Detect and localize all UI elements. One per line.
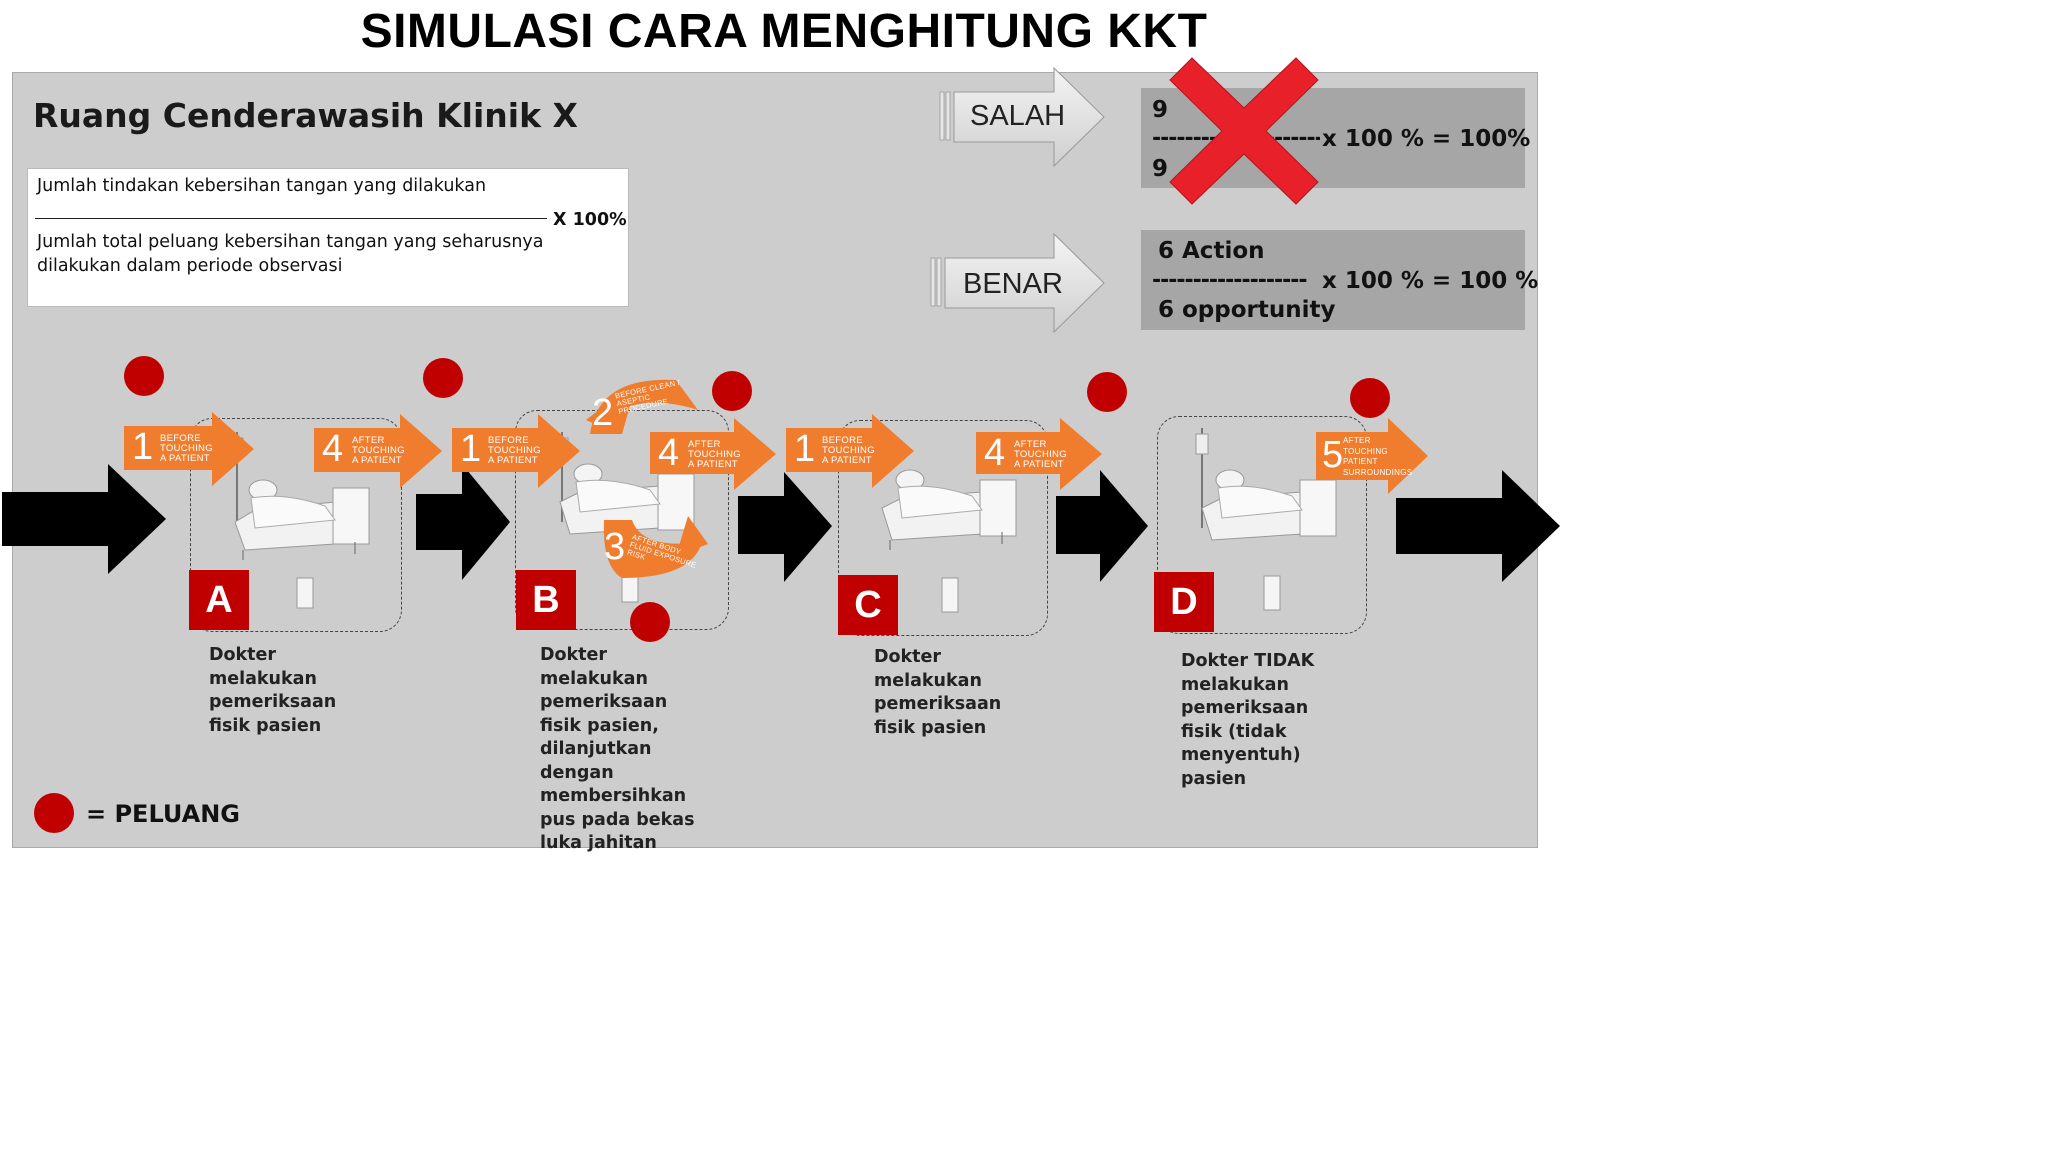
patient-zone-c — [838, 420, 1048, 636]
scenario-badge-b: B — [516, 570, 576, 630]
opportunity-dot — [630, 602, 670, 642]
step-1-number: 1 — [460, 428, 482, 470]
opportunity-dot — [1087, 372, 1127, 412]
scenario-description-d: Dokter TIDAK melakukan pemeriksaan fisik… — [1181, 651, 1315, 789]
step-1-label: BEFORE TOUCHING A PATIENT — [822, 435, 875, 466]
scenario-description-c: Dokter melakukan pemeriksaan fisik pasie… — [874, 647, 1002, 738]
benar-result: x 100 % = 100 % — [1322, 268, 1539, 294]
salah-label: SALAH — [970, 100, 1066, 132]
step-1-label: BEFORE TOUCHING A PATIENT — [488, 435, 541, 466]
step-4-number: 4 — [322, 428, 344, 470]
formula-box — [27, 168, 629, 307]
page-title: SIMULASI CARA MENGHITUNG KKT — [360, 5, 1208, 58]
benar-numerator: 6 Action — [1158, 238, 1265, 264]
step-5-number: 5 — [1322, 434, 1344, 476]
opportunity-dot — [1350, 378, 1390, 418]
patient-zone-a — [190, 418, 402, 632]
benar-arrow: BENAR — [928, 232, 1108, 334]
opportunity-dot — [423, 358, 463, 398]
flow-arrow-1 — [2, 464, 166, 574]
step-1-arrow-c: 1 BEFORE TOUCHING A PATIENT — [786, 414, 916, 488]
opportunity-dot — [712, 371, 752, 411]
step-1-number: 1 — [794, 428, 816, 470]
flow-arrow-2 — [416, 464, 510, 580]
flow-arrow-4 — [1056, 470, 1148, 582]
scenario-badge-c: C — [838, 575, 898, 635]
opportunity-dot — [124, 356, 164, 396]
step-4-arrow-a: 4 AFTER TOUCHING A PATIENT — [314, 414, 444, 488]
formula-denominator: Jumlah total peluang kebersihan tangan y… — [37, 232, 544, 276]
salah-numerator: 9 — [1152, 97, 1169, 123]
step-4-label: AFTER TOUCHING A PATIENT — [352, 435, 405, 466]
step-4-number: 4 — [984, 432, 1006, 474]
formula-numerator: Jumlah tindakan kebersihan tangan yang d… — [37, 176, 487, 196]
step-5-arrow-d: 5 AFTER TOUCHING PATIENT SURROUNDINGS — [1316, 418, 1430, 494]
step-4-label: AFTER TOUCHING A PATIENT — [1014, 439, 1067, 470]
scenario-badge-d: D — [1154, 572, 1214, 632]
step-4-number: 4 — [658, 432, 680, 474]
salah-result: x 100 % = 100% — [1322, 126, 1531, 152]
patient-bed-illustration-a — [230, 432, 370, 609]
step-4-arrow-c: 4 AFTER TOUCHING A PATIENT — [976, 418, 1104, 490]
benar-calculation-box — [1141, 230, 1525, 330]
flow-arrow-5 — [1396, 470, 1560, 582]
patient-bed-illustration-d — [1195, 428, 1337, 611]
step-5-label: AFTER TOUCHING PATIENT SURROUNDINGS — [1343, 436, 1413, 477]
step-2-number: 2 — [592, 392, 614, 434]
flow-arrow-3 — [738, 472, 832, 582]
step-2-arrow-b: 2 BEFORE CLEAN / ASEPTIC PROCEDURE — [586, 370, 706, 436]
patient-bed-illustration-c — [881, 469, 1017, 613]
scenario-badge-a: A — [189, 570, 249, 630]
salah-denominator: 9 — [1152, 156, 1169, 182]
formula-multiplier: X 100% — [553, 210, 627, 230]
benar-denominator: 6 opportunity — [1158, 297, 1336, 323]
formula-fraction-line — [35, 218, 547, 219]
step-4-label: AFTER TOUCHING A PATIENT — [688, 439, 741, 470]
step-4-arrow-b: 4 AFTER TOUCHING A PATIENT — [650, 418, 778, 490]
salah-arrow: SALAH — [938, 66, 1108, 168]
step-1-number: 1 — [132, 426, 154, 468]
step-1-arrow-b: 1 BEFORE TOUCHING A PATIENT — [452, 414, 582, 488]
scenario-description-a: Dokter melakukan pemeriksaan fisik pasie… — [209, 645, 337, 736]
step-3-number: 3 — [604, 526, 626, 568]
step-1-arrow-a: 1 BEFORE TOUCHING A PATIENT — [124, 412, 256, 486]
patient-zone-d — [1157, 416, 1367, 634]
step-3-arrow-b: 3 AFTER BODY FLUID EXPOSURE RISK — [592, 516, 710, 582]
wrong-cross-icon — [1169, 57, 1319, 205]
legend-label: = PELUANG — [86, 800, 240, 828]
step-1-label: BEFORE TOUCHING A PATIENT — [160, 433, 213, 464]
legend-opportunity-dot — [34, 793, 74, 833]
room-title: Ruang Cenderawasih Klinik X — [33, 96, 578, 135]
benar-label: BENAR — [963, 268, 1063, 300]
benar-dashes: ------------------- — [1152, 268, 1308, 293]
scenario-description-b: Dokter melakukan pemeriksaan fisik pasie… — [540, 645, 695, 853]
